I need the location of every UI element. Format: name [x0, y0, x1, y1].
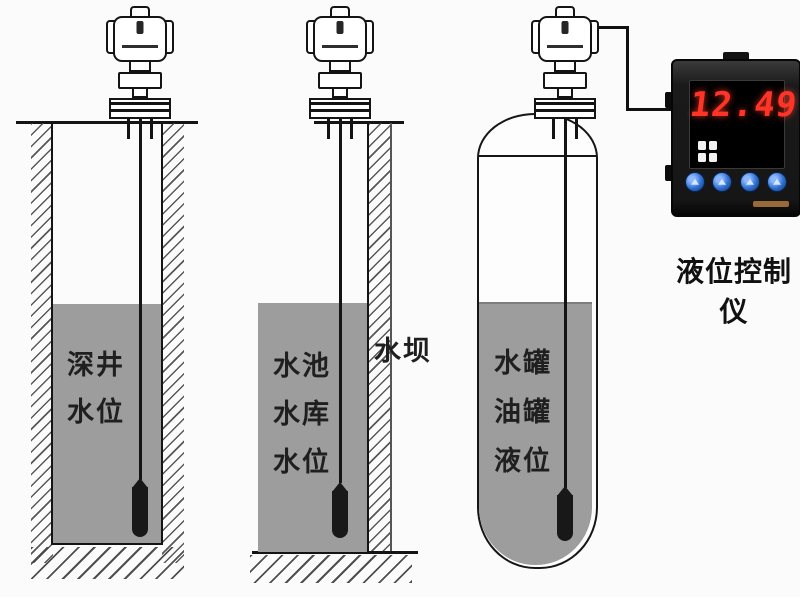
tank-dome-line — [479, 155, 596, 157]
tank-label-line: 水罐 — [494, 348, 552, 378]
controller-button — [685, 172, 705, 192]
sensor-cable — [338, 98, 342, 483]
mounting-flange — [309, 98, 371, 119]
sensor-probe-tip — [132, 478, 148, 488]
sensor-probe-tip — [557, 486, 573, 496]
well-bottom-line — [51, 543, 163, 545]
well-bottom-hatch — [31, 547, 184, 579]
well-label: 深井 水位 — [58, 342, 134, 436]
transmitter-neck — [329, 62, 351, 72]
controller-label: 液位控制仪 — [675, 256, 792, 327]
tank-label-line: 油罐 — [494, 397, 552, 427]
display-readout: 12.49 — [687, 85, 800, 125]
transmitter-stem — [557, 89, 573, 98]
sensor-probe-tip — [332, 482, 348, 492]
transmitter-stem — [132, 89, 148, 98]
sensor-cable — [563, 98, 567, 488]
indicator-light — [698, 141, 706, 150]
transmitter-head — [538, 16, 592, 62]
controller-button — [766, 172, 787, 192]
indicator-light — [698, 153, 706, 162]
signal-wire — [587, 26, 629, 29]
tank-liquid — [479, 302, 592, 565]
dam-label: 水坝 — [374, 336, 432, 366]
sensor-probe — [132, 487, 148, 537]
indicator-lights — [698, 141, 717, 162]
transmitter-base — [543, 72, 587, 89]
transmitter-head — [313, 16, 367, 62]
well-wall-right-hatch — [162, 123, 184, 563]
tank-label: 水罐 油罐 液位 — [484, 339, 562, 486]
level-transmitter-2 — [306, 6, 374, 139]
level-controller: 12.49 — [671, 59, 800, 217]
mounting-flange — [109, 98, 171, 119]
transmitter-head — [113, 16, 167, 62]
indicator-light — [709, 153, 717, 162]
dam-top-line — [314, 121, 404, 124]
transmitter-neck — [554, 62, 576, 72]
controller-mount-tab — [665, 165, 673, 181]
reservoir-label-line: 水库 — [273, 399, 331, 429]
sensor-cable — [138, 98, 142, 480]
controller-button — [739, 172, 760, 192]
dam-right-edge — [390, 123, 392, 552]
transmitter-top-cap — [130, 6, 150, 16]
controller-buttons — [685, 172, 787, 192]
well-wall-left-edge — [51, 123, 53, 545]
transmitter-stem — [332, 89, 348, 98]
signal-wire — [626, 108, 674, 111]
level-transmitter-1 — [106, 6, 174, 139]
well-label-line: 水位 — [67, 397, 125, 427]
ground-line — [16, 121, 198, 124]
reservoir-water — [258, 303, 367, 552]
dam-wall-hatch — [369, 123, 391, 552]
transmitter-top-cap — [555, 6, 575, 16]
transmitter-base — [318, 72, 362, 89]
controller-button — [712, 172, 733, 192]
reservoir-label: 水池 水库 水位 — [262, 342, 342, 486]
transmitter-base — [118, 72, 162, 89]
controller-mount-tab — [665, 92, 673, 108]
well-wall-left-hatch — [31, 123, 53, 563]
transmitter-neck — [129, 62, 151, 72]
tank-label-line: 液位 — [494, 446, 552, 476]
mounting-flange — [534, 98, 596, 119]
reservoir-bottom-hatch — [250, 555, 412, 583]
brand-mark — [753, 201, 789, 207]
signal-wire — [626, 26, 629, 111]
mounting-pipe — [327, 119, 353, 139]
level-transmitter-3 — [531, 6, 599, 139]
indicator-light — [709, 141, 717, 150]
well-label-line: 深井 — [67, 350, 125, 380]
sensor-probe — [332, 491, 348, 538]
controller-display: 12.49 — [687, 80, 800, 169]
reservoir-bottom-line — [252, 551, 418, 554]
sensor-probe — [557, 495, 573, 541]
well-wall-right-edge — [161, 123, 163, 545]
transmitter-top-cap — [330, 6, 350, 16]
reservoir-label-line: 水池 — [273, 351, 331, 381]
mounting-pipe — [552, 119, 578, 139]
controller-top-tab — [723, 52, 749, 61]
reservoir-label-line: 水位 — [273, 447, 331, 477]
dam-left-edge — [367, 123, 369, 552]
mounting-pipe — [127, 119, 153, 139]
